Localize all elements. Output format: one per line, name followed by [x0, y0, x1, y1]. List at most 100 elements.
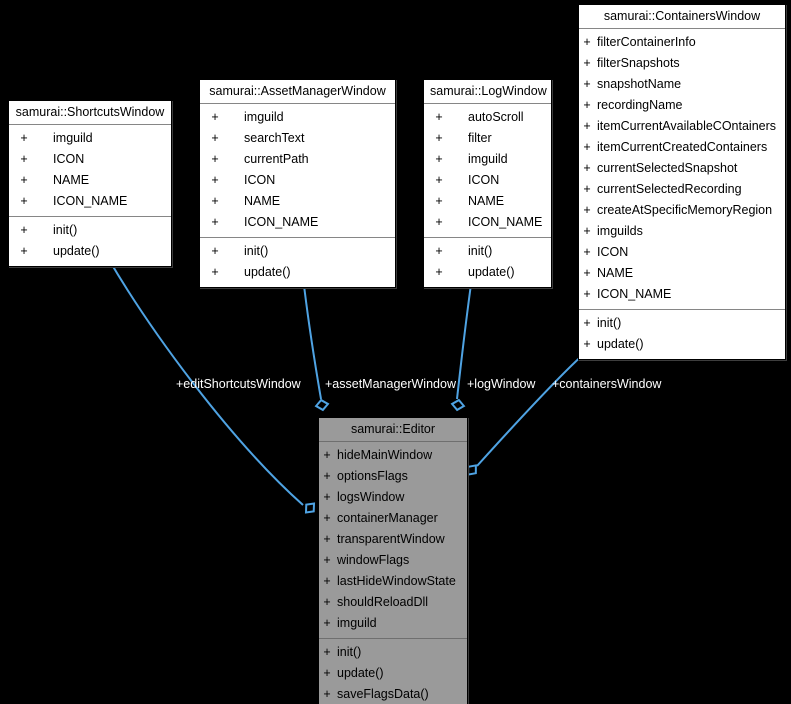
attribute-row: +optionsFlags — [319, 466, 467, 487]
operation-row: + init() — [9, 220, 171, 241]
attribute-name: filterSnapshots — [597, 56, 680, 70]
visibility-marker: + — [211, 244, 219, 258]
attribute-name: recordingName — [597, 98, 683, 112]
attribute-name: searchText — [244, 131, 305, 145]
visibility-marker: + — [211, 152, 219, 166]
attribute-name: NAME — [597, 266, 634, 280]
attribute-group-logwindow: +autoScroll+filter+imguild+ICON+NAME+ICO… — [424, 104, 551, 237]
class-box-shortcuts[interactable]: samurai::ShortcutsWindow+imguild+ ICON+NA… — [8, 100, 172, 267]
operation-name: init() — [468, 244, 493, 258]
attribute-name: ICON — [468, 173, 500, 187]
attribute-name: currentPath — [244, 152, 309, 166]
visibility-marker: + — [583, 316, 591, 330]
attribute-name: filterContainerInfo — [597, 35, 696, 49]
visibility-marker: + — [323, 469, 331, 483]
attribute-row: +logsWindow — [319, 487, 467, 508]
visibility-marker: + — [211, 265, 219, 279]
attribute-row: +currentSelectedRecording — [579, 179, 785, 200]
visibility-marker: + — [211, 173, 219, 187]
class-box-editor[interactable]: samurai::Editor+ hideMainWindow+optionsFl… — [318, 417, 468, 704]
visibility-marker: + — [323, 574, 331, 588]
operation-name: update() — [244, 265, 291, 279]
operation-row: +init() — [319, 642, 467, 663]
operation-name: init() — [337, 645, 362, 659]
attribute-name: shouldReloadDll — [337, 595, 429, 609]
attribute-name: currentSelectedRecording — [597, 182, 742, 196]
attribute-name: windowFlags — [337, 553, 410, 567]
operation-name: update() — [53, 244, 100, 258]
visibility-marker: + — [323, 532, 331, 546]
attribute-name: NAME — [244, 194, 281, 208]
edge-containers-label: +containersWindow — [552, 377, 662, 391]
attribute-row: + ICON — [200, 170, 395, 191]
class-title-containers: samurai::ContainersWindow — [579, 5, 785, 29]
class-box-containers[interactable]: samurai::ContainersWindow+ filterContaine… — [578, 4, 786, 360]
attribute-name: itemCurrentCreatedContainers — [597, 140, 768, 154]
attribute-row: + ICON_NAME — [579, 284, 785, 305]
attribute-row: + lastHideWindowState — [319, 571, 467, 592]
visibility-marker: + — [583, 161, 591, 175]
attribute-name: ICON — [597, 245, 629, 259]
operation-row: + init() — [579, 313, 785, 334]
edge-shortcuts-aggregation-diamond — [304, 502, 316, 514]
operation-group-editor: +init()+update()+saveFlagsData() — [319, 638, 467, 704]
visibility-marker: + — [211, 194, 219, 208]
class-title-shortcuts: samurai::ShortcutsWindow — [9, 101, 171, 125]
visibility-marker: + — [323, 595, 331, 609]
edge-containers-line — [476, 351, 587, 467]
operation-row: +update() — [319, 663, 467, 684]
visibility-marker: + — [583, 203, 591, 217]
attribute-name: imguild — [244, 110, 284, 124]
attribute-row: +ICON_NAME — [9, 191, 171, 212]
attribute-name: lastHideWindowState — [337, 574, 456, 588]
visibility-marker: + — [323, 687, 331, 701]
visibility-marker: + — [20, 223, 28, 237]
visibility-marker: + — [211, 215, 219, 229]
operation-group-assetmanager: +init()+update() — [200, 237, 395, 287]
attribute-name: ICON_NAME — [244, 215, 319, 229]
class-box-assetmanager[interactable]: samurai::AssetManagerWindow+imguild+sear… — [199, 79, 396, 288]
edge-assetmanager-line — [302, 276, 322, 400]
attribute-name: ICON — [53, 152, 85, 166]
visibility-marker: + — [583, 98, 591, 112]
attribute-row: +NAME — [579, 263, 785, 284]
visibility-marker: + — [211, 110, 219, 124]
attribute-name: autoScroll — [468, 110, 524, 124]
edge-shortcuts-label: +editShortcutsWindow — [176, 377, 301, 391]
attribute-row: +currentSelectedSnapshot — [579, 158, 785, 179]
attribute-name: itemCurrentAvailableCOntainers — [597, 119, 777, 133]
attribute-group-containers: +filterContainerInfo+filterSnapshots+sna… — [579, 29, 785, 309]
class-box-logwindow[interactable]: samurai::LogWindow+autoScroll+filter+img… — [423, 79, 552, 288]
attribute-row: + imguild — [200, 107, 395, 128]
attribute-row: +snapshotName — [579, 74, 785, 95]
operation-group-containers: +init()+update() — [579, 309, 785, 359]
operation-row: +saveFlagsData() — [319, 684, 467, 704]
class-title-editor: samurai::Editor — [319, 418, 467, 442]
visibility-marker: + — [323, 448, 331, 462]
attribute-row: + ICON — [579, 242, 785, 263]
attribute-row: +containerManager — [319, 508, 467, 529]
visibility-marker: + — [583, 337, 591, 351]
attribute-group-shortcuts: +imguild+ICON+NAME+ICON_NAME — [9, 125, 171, 216]
operation-name: init() — [597, 316, 622, 330]
attribute-name: NAME — [468, 194, 505, 208]
visibility-marker: + — [583, 245, 591, 259]
attribute-group-assetmanager: +imguild+searchText+currentPath+ICON+NAM… — [200, 104, 395, 237]
operation-group-shortcuts: + init() + update() — [9, 216, 171, 266]
attribute-name: ICON_NAME — [597, 287, 672, 301]
visibility-marker: + — [20, 244, 28, 258]
attribute-row: +NAME — [9, 170, 171, 191]
visibility-marker: + — [583, 287, 591, 301]
attribute-row: +imguilds — [579, 221, 785, 242]
attribute-row: +filterSnapshots — [579, 53, 785, 74]
attribute-row: +imguild — [9, 128, 171, 149]
attribute-name: hideMainWindow — [337, 448, 433, 462]
visibility-marker: + — [323, 616, 331, 630]
attribute-row: +searchText — [200, 128, 395, 149]
operation-name: init() — [53, 223, 78, 237]
operation-row: +update() — [424, 262, 551, 283]
visibility-marker: + — [435, 194, 443, 208]
attribute-name: filter — [468, 131, 492, 145]
attribute-name: ICON — [244, 173, 276, 187]
